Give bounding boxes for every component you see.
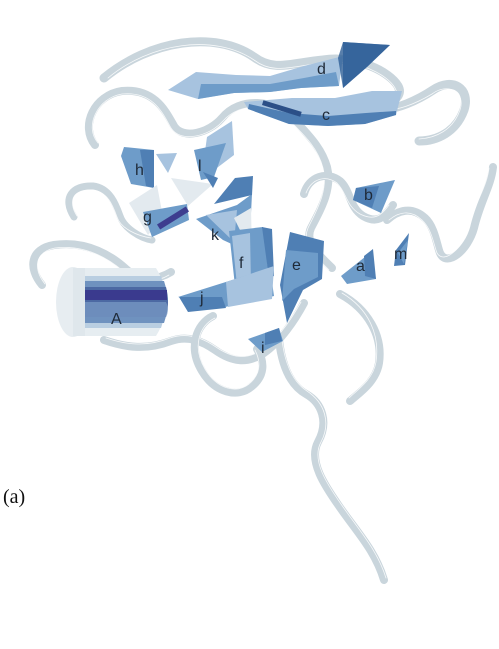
label-i: i [261,340,265,357]
label-e: e [292,257,301,274]
alpha-helix-a [56,267,168,337]
beta-strands [121,42,409,352]
label-l: l [198,158,202,175]
label-A: A [111,311,122,328]
label-b: b [364,187,373,204]
label-d: d [317,61,326,78]
label-a: a [356,258,365,275]
label-k: k [211,227,220,244]
label-j: j [199,290,204,307]
label-g: g [143,209,152,226]
label-f: f [239,255,244,272]
label-m: m [394,246,407,263]
coil-backbone [29,37,497,584]
panel-label: (a) [3,486,25,508]
label-h: h [135,162,144,179]
label-c: c [322,107,330,124]
secondary-structure-labels: d c h l g k b a m e f j A i [111,61,407,357]
